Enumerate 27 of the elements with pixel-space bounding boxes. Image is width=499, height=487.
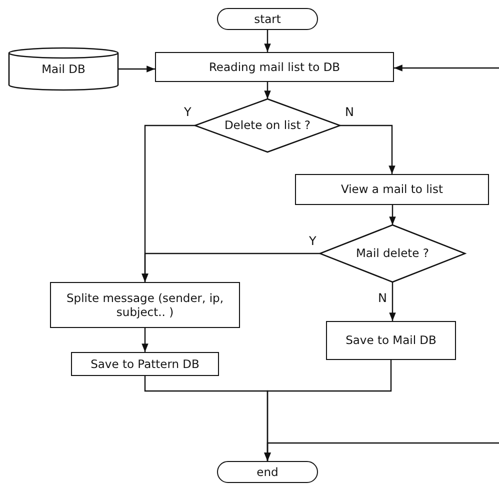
arrow — [340, 124, 396, 174]
node-label: Delete on list ? — [224, 118, 311, 133]
terminal-shape — [217, 461, 318, 483]
arrow — [142, 252, 320, 282]
node-label: Mail DB — [42, 62, 86, 76]
node-label: Save to Pattern DB — [90, 356, 200, 372]
arrow — [389, 205, 396, 225]
arrow — [394, 64, 499, 72]
arrow — [142, 328, 148, 352]
node-label: Save to Mail DB — [346, 333, 436, 348]
process-box — [295, 174, 489, 205]
process-box — [71, 352, 219, 376]
terminal-shape — [217, 8, 318, 30]
arrow — [264, 82, 271, 99]
arrow — [264, 442, 499, 461]
process-box — [155, 52, 394, 82]
process-box — [50, 282, 240, 328]
arrow — [118, 66, 155, 72]
node-label: Mail delete ? — [356, 246, 429, 261]
node-label: Splite message (sender, ip, subject.. ) — [66, 290, 224, 320]
node-label: Reading mail list to DB — [208, 60, 340, 74]
node-label: end — [256, 464, 278, 480]
arrow — [264, 30, 271, 52]
node-label: View a mail to list — [340, 182, 444, 197]
arrow — [389, 282, 396, 321]
node-label: start — [254, 12, 281, 26]
process-box — [326, 321, 456, 360]
